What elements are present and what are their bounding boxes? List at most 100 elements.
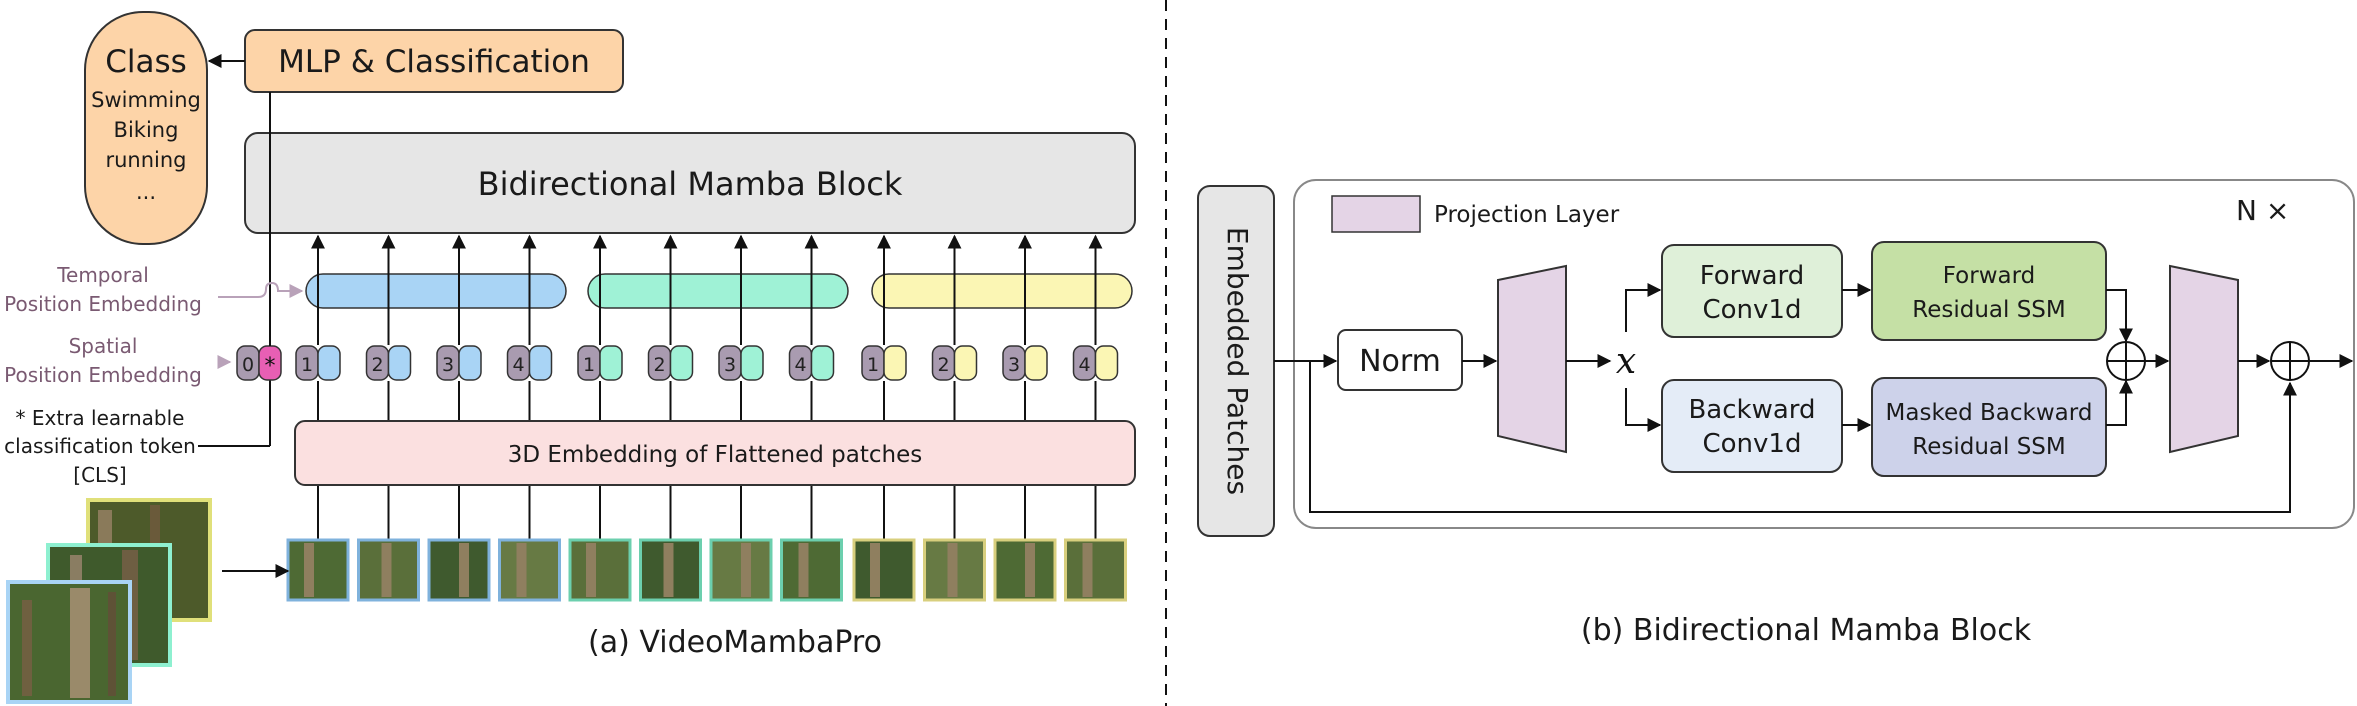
embedded-patches-label: Embedded Patches xyxy=(1221,227,1254,495)
position-token-label: 2 xyxy=(653,354,665,376)
cls-token-label: * xyxy=(265,354,276,379)
forward-conv-label-1: Forward xyxy=(1700,261,1805,291)
temporal-embedding-2 xyxy=(587,273,849,309)
patch-token xyxy=(458,345,482,381)
position-token-label: 1 xyxy=(301,354,313,376)
position-token-label: 4 xyxy=(1078,354,1090,376)
position-token-label: 2 xyxy=(937,354,949,376)
temporal-embedding-3 xyxy=(871,273,1133,309)
projection-layer-in xyxy=(1497,264,1567,454)
temporal-arrow xyxy=(218,281,304,298)
frame-patch xyxy=(498,538,561,602)
embedding-label: 3D Embedding of Flattened patches xyxy=(508,442,923,468)
projection-layer-out xyxy=(2169,264,2239,454)
repeat-label: N × xyxy=(2236,194,2289,227)
backward-ssm-box xyxy=(1871,377,2107,477)
position-token-label: 4 xyxy=(512,354,524,376)
patch-token xyxy=(883,345,907,381)
caption-b: (b) Bidirectional Mamba Block xyxy=(1581,613,2032,648)
patch-token xyxy=(387,345,412,381)
projection-legend-swatch xyxy=(1331,195,1421,233)
temporal-embeddings xyxy=(305,273,1133,309)
norm-label: Norm xyxy=(1359,344,1441,379)
frame-patch xyxy=(852,538,916,602)
class-item-2: Biking xyxy=(114,118,179,142)
position-token-label: 1 xyxy=(583,354,595,376)
backward-conv-label-1: Backward xyxy=(1688,395,1815,425)
class-item-1: Swimming xyxy=(91,88,201,112)
frame-trunk xyxy=(1025,543,1035,597)
class-title: Class xyxy=(105,44,187,80)
patch-token xyxy=(599,345,623,381)
mlp-classification-label: MLP & Classification xyxy=(278,44,590,80)
frame-trunk xyxy=(947,543,958,597)
backward-conv-label-2: Conv1d xyxy=(1703,429,1802,459)
panel-b: Embedded Patches Projection Layer N × No… xyxy=(1197,179,2355,648)
frame-trunk xyxy=(1082,543,1093,597)
frame-patch xyxy=(568,538,632,602)
patch-frames xyxy=(286,538,1127,602)
frame-trunk xyxy=(516,543,527,597)
frame-trunk xyxy=(663,543,674,597)
patch-token xyxy=(317,345,341,381)
embedding-box xyxy=(294,420,1136,486)
frame-trunk xyxy=(798,543,809,597)
frame-trunk xyxy=(870,543,880,597)
mamba-block-label: Bidirectional Mamba Block xyxy=(478,165,903,203)
class-item-3: running xyxy=(105,148,186,172)
temporal-label-1: Temporal xyxy=(56,263,149,287)
backward-ssm-label-2: Residual SSM xyxy=(1912,434,2066,460)
forward-conv-label-2: Conv1d xyxy=(1703,295,1802,325)
cls-note-3: [CLS] xyxy=(73,463,126,487)
temporal-embedding-1 xyxy=(305,273,567,309)
position-token-label: 3 xyxy=(442,354,454,376)
patch-token xyxy=(1094,345,1119,381)
cls-note-1: * Extra learnable xyxy=(16,406,185,430)
spatial-label-2: Position Embedding xyxy=(4,363,202,387)
frame-trunk xyxy=(304,543,314,597)
patch-token xyxy=(528,345,553,381)
cls-note-2: classification token xyxy=(4,434,196,458)
backward-to-sum xyxy=(2106,379,2133,426)
panel-a: Class Swimming Biking running ... MLP & … xyxy=(4,11,1136,704)
x-symbol: x xyxy=(1616,341,1636,382)
projection-legend-label: Projection Layer xyxy=(1434,202,1620,228)
frame-trunk xyxy=(381,543,392,597)
patch-token xyxy=(669,345,694,381)
residual-path xyxy=(1309,361,2297,513)
frame-patch xyxy=(286,538,350,602)
position-token-label: 3 xyxy=(1008,354,1020,376)
patch-token xyxy=(810,345,835,381)
frame-patch xyxy=(1064,538,1127,602)
class-item-4: ... xyxy=(136,180,156,204)
position-token-label: 1 xyxy=(867,354,879,376)
cls-position-token-label: 0 xyxy=(242,354,254,376)
forward-ssm-box xyxy=(1871,241,2107,341)
backward-branch xyxy=(1625,388,1662,432)
forward-to-sum xyxy=(2106,289,2133,343)
input-video-frames xyxy=(6,498,290,704)
mamba-block-container xyxy=(1293,179,2355,529)
frame-patch xyxy=(780,538,843,602)
frame-trunk xyxy=(741,543,751,597)
backward-ssm-label-1: Masked Backward xyxy=(1886,400,2093,426)
frame-trunk xyxy=(586,543,596,597)
forward-branch xyxy=(1625,283,1662,332)
forward-ssm-label-2: Residual SSM xyxy=(1912,297,2066,323)
mamba-block xyxy=(244,132,1136,234)
position-token-label: 2 xyxy=(371,354,383,376)
frame-trunk xyxy=(459,543,469,597)
token-row: 0 * 1 2 3 4 1 2 3 4 1 2 3 4 xyxy=(236,345,1119,381)
forward-ssm-label-1: Forward xyxy=(1943,263,2036,289)
position-token-label: 3 xyxy=(724,354,736,376)
temporal-label-2: Position Embedding xyxy=(4,292,202,316)
patch-token xyxy=(740,345,764,381)
caption-a: (a) VideoMambaPro xyxy=(588,625,882,660)
token-connectors xyxy=(269,234,1103,540)
patch-token xyxy=(1024,345,1048,381)
patch-token xyxy=(953,345,978,381)
position-token-label: 4 xyxy=(794,354,806,376)
class-box xyxy=(84,11,208,245)
spatial-label-1: Spatial xyxy=(69,334,138,358)
